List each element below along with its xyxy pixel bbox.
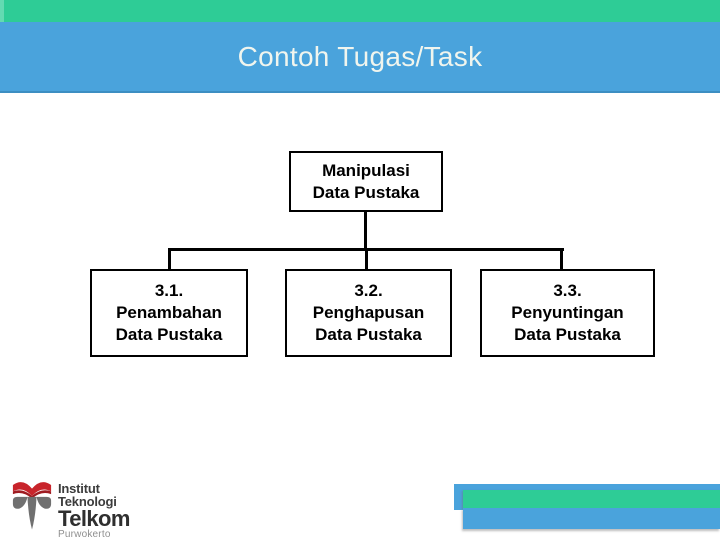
- diagram-child-line: 3.2.: [354, 281, 383, 300]
- telkom-book-t-logo-icon: [12, 482, 52, 530]
- diagram-root-box: Manipulasi Data Pustaka: [289, 151, 443, 212]
- diagram-child-line: Data Pustaka: [514, 325, 621, 344]
- logo-text-teknologi: Teknologi: [58, 494, 117, 509]
- connector-drop-2: [365, 248, 368, 271]
- diagram-child-line: 3.3.: [553, 281, 582, 300]
- institution-logo: Institut Teknologi Telkom Purwokerto: [12, 478, 130, 540]
- slide-title-band: Contoh Tugas/Task: [0, 22, 720, 93]
- slide-title: Contoh Tugas/Task: [237, 40, 483, 72]
- diagram-child-line: 3.1.: [154, 281, 184, 300]
- top-accent-bar: [0, 0, 720, 22]
- footer-accent-bar-blue: [463, 508, 720, 529]
- diagram-root-line: Manipulasi: [322, 160, 410, 180]
- connector-root-drop: [364, 212, 367, 250]
- institution-logo-text: Institut Teknologi Telkom Purwokerto: [58, 478, 130, 540]
- footer-accent-bar-green: [463, 490, 720, 508]
- top-accent-bar-highlight: [0, 0, 4, 22]
- diagram-child-line: Penambahan: [116, 303, 222, 322]
- connector-drop-3: [560, 248, 563, 271]
- logo-text-purwokerto: Purwokerto: [58, 529, 111, 540]
- diagram-child-box-3: 3.3. Penyuntingan Data Pustaka: [480, 269, 655, 357]
- diagram-child-line: Penyuntingan: [511, 303, 624, 322]
- diagram-child-box-2: 3.2. Penghapusan Data Pustaka: [285, 269, 452, 357]
- logo-text-telkom: Telkom: [58, 506, 130, 531]
- diagram-child-box-1: 3.1. Penambahan Data Pustaka: [90, 269, 248, 357]
- connector-drop-1: [168, 248, 171, 271]
- diagram-child-line: Data Pustaka: [315, 325, 422, 344]
- diagram-child-line: Data Pustaka: [115, 325, 223, 344]
- diagram-root-line: Data Pustaka: [312, 182, 420, 202]
- logo-text-institut: Institut: [58, 481, 100, 496]
- diagram-child-line: Penghapusan: [312, 303, 425, 322]
